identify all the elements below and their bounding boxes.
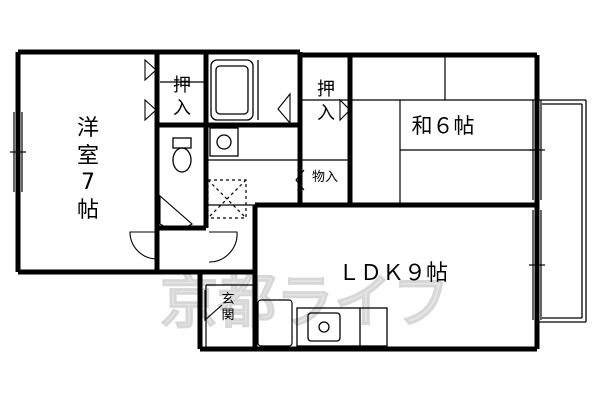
bathtub (210, 59, 259, 121)
toilet (172, 137, 192, 173)
window-east (529, 100, 545, 320)
room-ldk-label: ＬＤＫ９帖 (338, 261, 448, 286)
interior-walls (154, 52, 537, 349)
washbasin (209, 127, 239, 157)
balcony (537, 99, 587, 323)
room-western-label-2: 室 (77, 144, 99, 169)
room-western-label-3: 7 (81, 170, 95, 195)
thin-lines (160, 57, 535, 347)
closet-east-label-1: 押 (317, 79, 335, 100)
entrance: 玄 関 (221, 292, 234, 323)
washer-space (207, 179, 247, 219)
room-japanese-label: 和６帖 (412, 114, 475, 138)
closet-east: 押 入 (317, 79, 335, 124)
watermark-text: 京都ライフ (160, 268, 450, 336)
watermark-logo: 京都ライフ (160, 268, 451, 337)
entrance-label-2: 関 (221, 308, 234, 323)
window-west (10, 112, 26, 192)
room-western: 洋 室 7 帖 (77, 116, 99, 223)
closet-east-label-2: 入 (317, 103, 335, 124)
door-swings (129, 58, 351, 322)
room-western-label-4: 帖 (77, 198, 99, 223)
fridge-space (257, 299, 293, 347)
entrance-label-1: 玄 (221, 292, 234, 307)
kitchen-counter (296, 307, 388, 347)
closet-west: 押 入 (173, 75, 191, 119)
room-western-label-1: 洋 (77, 116, 99, 141)
storeroom-label: 物入 (312, 170, 338, 185)
closet-west-label-1: 押 (173, 75, 191, 96)
closet-west-label-2: 入 (173, 98, 191, 119)
